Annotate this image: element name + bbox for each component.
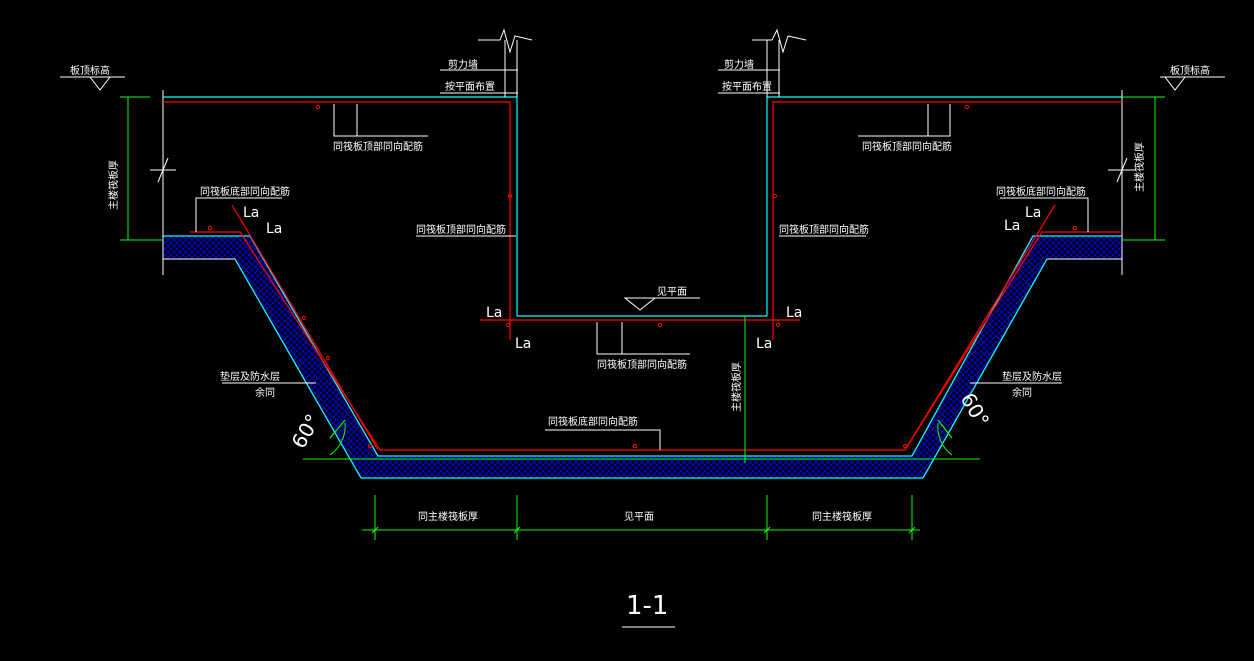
angle-label-left: 60° xyxy=(287,410,326,453)
elevation-label-left: 板顶标高 xyxy=(70,64,110,77)
wall-rebar-label-right: 同筏板顶部同向配筋 xyxy=(779,223,869,236)
angle-marks xyxy=(329,419,953,439)
la-label: La xyxy=(786,305,802,321)
section-title: 1-1 xyxy=(626,591,668,621)
shear-wall-note-right: 按平面布置 xyxy=(722,80,772,93)
wall-rebar-label-left: 同筏板顶部同向配筋 xyxy=(416,223,506,236)
dim-label-right: 同主楼筏板厚 xyxy=(812,510,872,523)
cushion-label-left: 垫层及防水层 xyxy=(220,370,280,383)
top-rebar-label-left: 同筏板顶部同向配筋 xyxy=(333,140,423,153)
la-label: La xyxy=(515,336,531,352)
main-thickness-label-mid: 主楼筏板厚 xyxy=(730,362,743,412)
bottom-rebar-label-left: 同筏板底部同向配筋 xyxy=(200,185,290,198)
main-thickness-label-right: 主楼筏板厚 xyxy=(1133,142,1146,192)
rebar-lines xyxy=(163,101,1122,451)
cushion-note-right: 余同 xyxy=(1012,386,1032,399)
la-label: La xyxy=(1025,205,1041,221)
la-label: La xyxy=(486,305,502,321)
bottom-rebar-label-right: 同筏板底部同向配筋 xyxy=(996,185,1086,198)
pit-top-rebar-label: 同筏板顶部同向配筋 xyxy=(597,358,687,371)
leader-lines xyxy=(60,69,1225,628)
dim-label-mid: 见平面 xyxy=(624,511,654,523)
pit-bottom-rebar-label: 同筏板底部同向配筋 xyxy=(548,415,638,428)
shear-wall-label-right: 剪力墙 xyxy=(724,58,754,71)
shear-wall-note-left: 按平面布置 xyxy=(445,80,495,93)
shear-wall-stubs xyxy=(150,28,1135,275)
dim-label-left: 同主楼筏板厚 xyxy=(418,510,478,523)
top-rebar-label-right: 同筏板顶部同向配筋 xyxy=(862,140,952,153)
concrete-outline xyxy=(163,96,1122,479)
la-label: La xyxy=(243,205,259,221)
main-thickness-label-left: 主楼筏板厚 xyxy=(107,160,120,210)
la-label: La xyxy=(1004,218,1020,234)
dimension-lines xyxy=(120,96,1165,540)
cushion-label-right: 垫层及防水层 xyxy=(1002,370,1062,383)
elevation-label-right: 板顶标高 xyxy=(1170,64,1210,77)
shear-wall-label-left: 剪力墙 xyxy=(448,58,478,71)
la-label: La xyxy=(756,336,772,352)
cushion-note-left: 余同 xyxy=(255,386,275,399)
see-plan-level-label: 见平面 xyxy=(657,286,687,298)
la-label: La xyxy=(266,221,282,237)
rebar-dots xyxy=(207,104,1078,449)
text-labels: 板顶标高 板顶标高 剪力墙 按平面布置 剪力墙 按平面布置 同筏板顶部同向配筋 … xyxy=(70,58,1210,621)
